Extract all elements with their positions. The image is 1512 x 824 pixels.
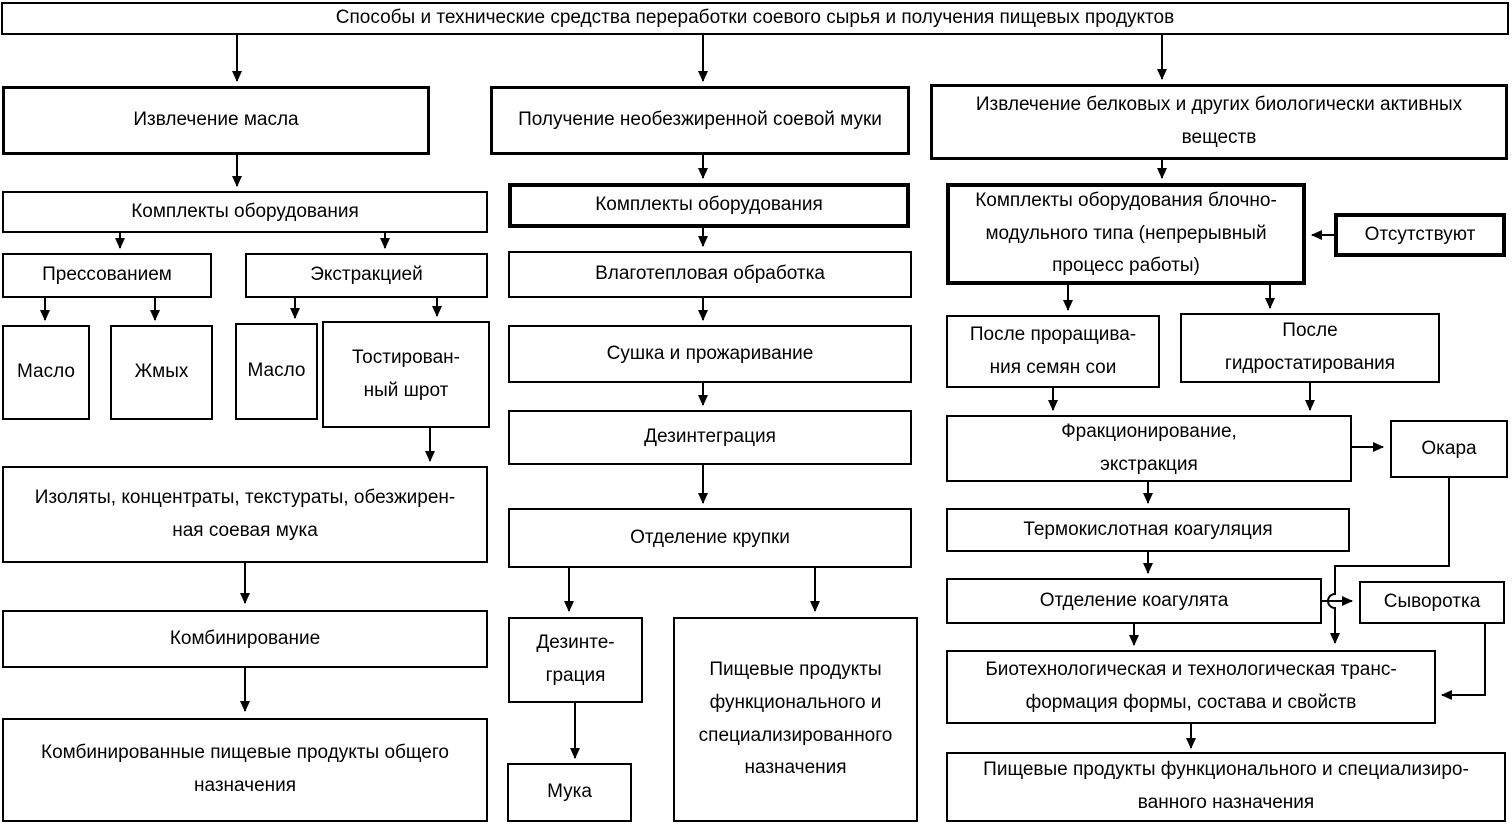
node-combined-products: Комбинированные пищевые продукты общего … [2, 718, 488, 822]
node-disintegration: Дезинтеграция [508, 410, 912, 465]
node-absent: Отсутствуют [1334, 213, 1506, 257]
node-cake: Жмых [110, 325, 213, 420]
node-drying: Сушка и прожаривание [508, 325, 912, 383]
node-biotech-transformation: Биотехнологическая и технологическая тра… [946, 650, 1436, 724]
arrow-okara-to-biotech [1327, 478, 1450, 644]
node-grits-separation: Отделение крупки [508, 508, 912, 568]
node-toasted-meal: Тостирован- ный шрот [322, 321, 490, 428]
node-okara: Окара [1390, 420, 1508, 478]
node-functional-mid: Пищевые продукты функционального и специ… [673, 617, 918, 822]
node-functional-right: Пищевые продукты функционального и специ… [946, 752, 1506, 822]
node-title: Способы и технические средства переработ… [1, 2, 1509, 35]
arrow-whey-to-biotech [1441, 624, 1486, 700]
node-flour-equipment: Комплекты оборудования [508, 183, 910, 228]
node-thermoacid-coagulation: Термокислотная коагуляция [946, 508, 1350, 552]
node-oil-pressed: Масло [2, 325, 90, 420]
node-combining: Комбинирование [2, 610, 488, 668]
node-flour: Мука [507, 763, 632, 822]
node-coagulate-separation: Отделение коагулята [946, 578, 1322, 624]
node-disintegration-small: Дезинте- грация [508, 617, 643, 703]
node-after-germination: После проращива- ния семян сои [946, 315, 1160, 388]
node-protein-extraction: Извлечение белковых и других биологическ… [930, 84, 1508, 160]
node-flour-production: Получение необезжиренной соевой муки [490, 86, 910, 155]
node-after-hydration: После гидростатирования [1180, 313, 1440, 383]
node-modular-equipment: Комплекты оборудования блочно- модульног… [946, 183, 1306, 285]
node-fractionation: Фракционирование, экстракция [946, 415, 1352, 482]
node-oil-equipment: Комплекты оборудования [2, 191, 488, 233]
node-oil-extracted: Масло [235, 323, 318, 420]
node-oil-extraction: Извлечение масла [2, 86, 430, 155]
node-extraction: Экстракцией [245, 253, 488, 298]
node-moist-heat: Влаготепловая обработка [508, 251, 912, 298]
node-whey: Сыворотка [1359, 581, 1505, 624]
node-isolates: Изоляты, концентраты, текстураты, обезжи… [2, 466, 488, 563]
node-pressing: Прессованием [2, 253, 212, 298]
